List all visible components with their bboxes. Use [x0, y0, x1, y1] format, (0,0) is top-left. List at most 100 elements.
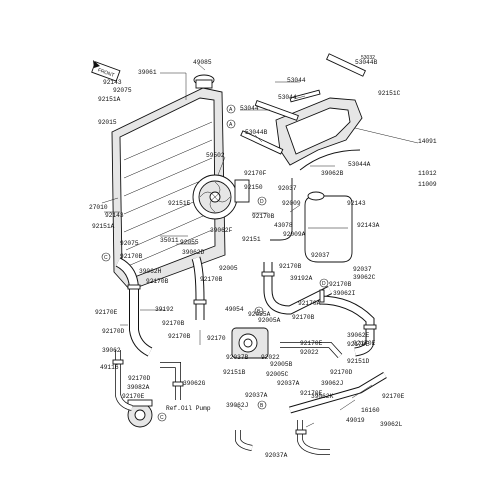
label-92170b-2: 92170B: [200, 276, 223, 283]
label-39062c: 39062C: [353, 274, 376, 281]
hose-53044a[interactable]: [299, 149, 361, 171]
label-92005c: 92005C: [266, 371, 289, 378]
label-92037-b: 92037: [311, 252, 330, 259]
label-39062g: 39062G: [183, 380, 206, 387]
label-92055a: 92055A: [248, 311, 271, 318]
label-92022: 92022: [261, 354, 280, 361]
label-27010: 27010: [89, 204, 108, 211]
cooling-fan[interactable]: [192, 174, 250, 220]
hose-39062j[interactable]: [235, 430, 253, 451]
label-92005a: 92005A: [258, 317, 281, 324]
pipe-49019[interactable]: [289, 372, 387, 413]
label-39062l: 39062L: [380, 421, 403, 428]
circle-ref-a-1: A: [226, 104, 236, 114]
circle-ref-d-1: D: [257, 196, 267, 206]
thermostat-housing[interactable]: [231, 327, 269, 359]
circle-ref-c-1: C: [101, 252, 111, 262]
label-39062f: 39062F: [210, 227, 233, 234]
svg-text:D: D: [260, 199, 264, 205]
radiator[interactable]: [111, 74, 226, 291]
label-92075-b: 92075: [120, 240, 139, 247]
svg-text:C: C: [160, 415, 164, 421]
label-92170d: 92170D: [102, 328, 125, 335]
label-92170e-1: 92170E: [95, 309, 118, 316]
label-43078: 43078: [274, 222, 293, 229]
label-92151e: 92151E: [168, 200, 191, 207]
water-pump[interactable]: [127, 399, 153, 428]
label-92022-b: 92022: [300, 349, 319, 356]
hose-39062[interactable]: [115, 350, 133, 411]
label-92005: 92005: [219, 265, 238, 272]
label-11009: 11009: [418, 181, 437, 188]
seal-strip-53044b[interactable]: [326, 53, 366, 77]
label-53044-a: 53044: [287, 77, 306, 84]
front-marker-icon: FRONT: [91, 60, 121, 82]
fan-motor[interactable]: [234, 179, 250, 203]
label-49116: 49116: [100, 364, 119, 371]
label-92037a-2: 92037A: [245, 392, 268, 399]
label-39062e: 39062E: [347, 332, 370, 339]
label-92170e-6: 92170E: [382, 393, 405, 400]
label-92170e-2: 92170E: [300, 340, 323, 347]
label-39062b: 39062B: [321, 170, 344, 177]
label-92075-a: 92075: [113, 87, 132, 94]
label-92009a: 92009A: [283, 231, 306, 238]
seal-strip-53044b-2[interactable]: [240, 130, 284, 155]
hose-39062b[interactable]: [270, 178, 293, 241]
label-92170b-7: 92170B: [292, 314, 315, 321]
hose-39062g[interactable]: [160, 362, 181, 400]
label-92170e-3: 92170E: [347, 341, 370, 348]
label-39061: 39061: [138, 69, 157, 76]
label-39062h: 39062H: [139, 268, 162, 275]
label-92143-a: 92143: [103, 79, 122, 86]
label-39062: 39062: [102, 347, 121, 354]
label-92170b-5: 92170B: [146, 278, 169, 285]
label-92037-c: 92037: [353, 266, 372, 273]
svg-text:B: B: [260, 403, 264, 409]
label-92005b: 92005B: [270, 361, 293, 368]
reservoir-cap[interactable]: [307, 191, 325, 201]
circle-ref-d-2: D: [319, 278, 329, 288]
label-92151d: 92151D: [347, 358, 370, 365]
label-92037a: 92037A: [277, 380, 300, 387]
label-92151b: 92151B: [223, 369, 246, 376]
reservoir-tank[interactable]: [304, 191, 353, 263]
shroud-14091[interactable]: [275, 97, 363, 166]
label-49054: 49054: [225, 306, 244, 313]
label-39062j-2: 39062J: [226, 402, 248, 409]
seal-strip-53044-2[interactable]: [254, 100, 299, 121]
label-92143-c: 92143: [347, 200, 366, 207]
label-92151a-b: 92151A: [92, 223, 115, 230]
label-92170b-9: 92170B: [168, 333, 191, 340]
label-92170b-6: 92170B: [329, 281, 352, 288]
label-39062d: 39062D: [182, 249, 205, 256]
label-92170e-4: 92170E: [122, 393, 145, 400]
label-53044b-b: 53044B: [245, 129, 268, 136]
label-92055: 92055: [180, 239, 199, 246]
label-92151c: 92151C: [378, 90, 401, 97]
svg-text:C: C: [104, 255, 108, 261]
label-39082a: 39082A: [127, 384, 150, 391]
hose-clamps: [112, 271, 377, 435]
label-92170b-8: 92170B: [162, 320, 185, 327]
label-14091: 14091: [418, 138, 437, 145]
hose-39062e[interactable]: [280, 342, 342, 358]
label-92143a: 92143A: [357, 222, 380, 229]
hose-39192[interactable]: [116, 258, 152, 356]
circle-ref-a-2: A: [226, 119, 236, 129]
label-39062j: 39062J: [321, 380, 343, 387]
hose-39062i[interactable]: [319, 296, 374, 356]
label-53044a: 53044A: [348, 161, 371, 168]
circle-ref-b-2: B: [257, 400, 267, 410]
label-35011: 35011: [160, 237, 179, 244]
hose-39192a[interactable]: [264, 262, 332, 314]
hose-39062d[interactable]: [192, 256, 204, 320]
label-92150: 92150: [244, 184, 263, 191]
hose-39062l[interactable]: [297, 420, 330, 455]
label-11012: 11012: [418, 170, 437, 177]
label-39192: 39192: [155, 306, 174, 313]
front-marker-label: FRONT: [97, 67, 115, 79]
label-39062i: 39062I: [333, 290, 356, 297]
circle-ref-c-2: C: [157, 412, 167, 422]
